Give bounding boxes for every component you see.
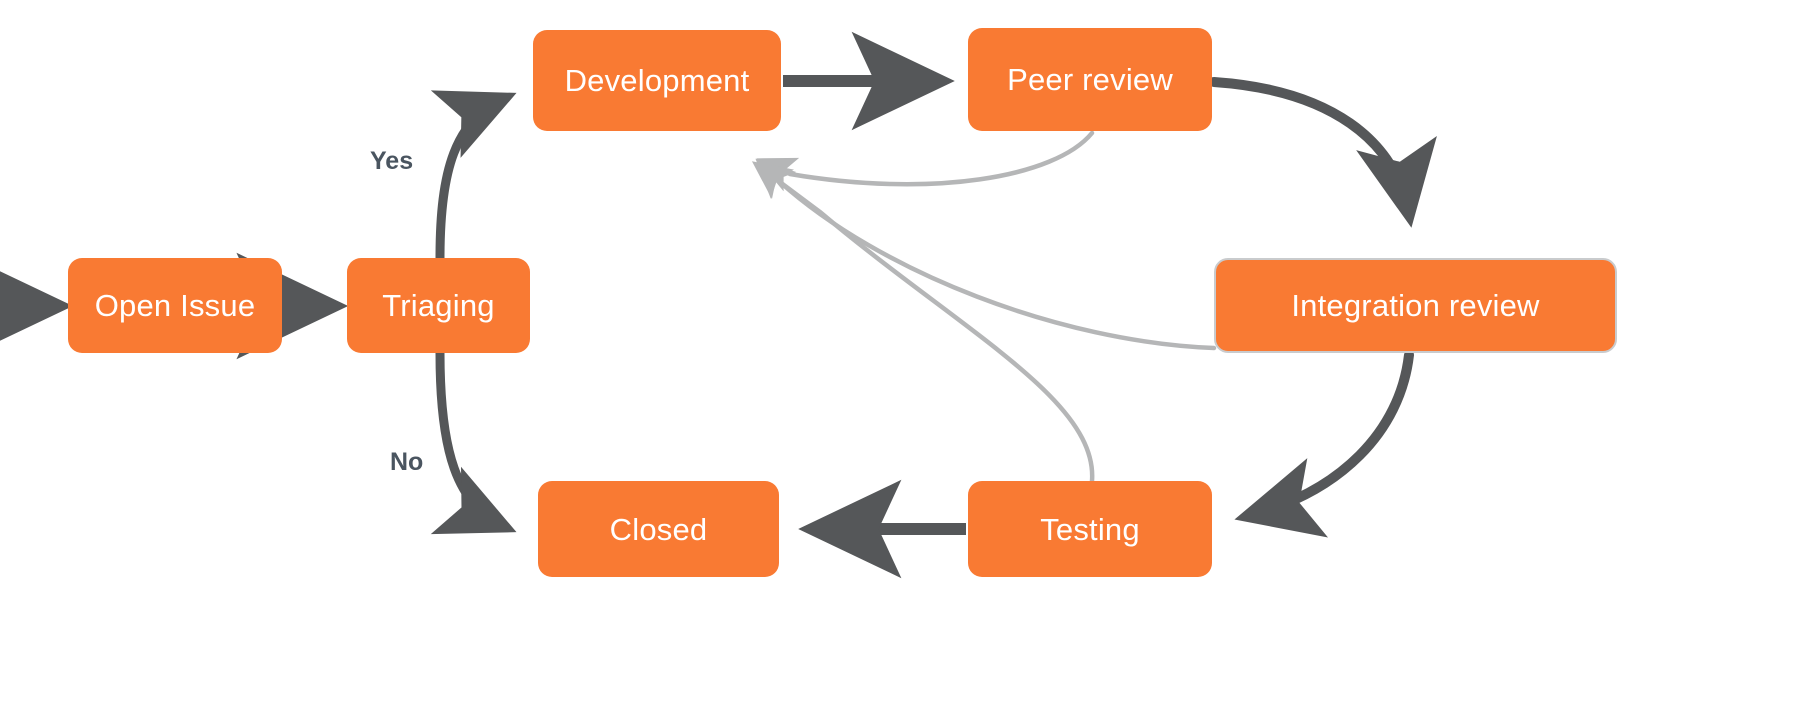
edge-peer-review-to-development-feedback (756, 130, 1095, 192)
edge-triaging-to-closed (430, 348, 517, 535)
node-integration-review[interactable]: Integration review (1214, 258, 1617, 353)
node-label-testing: Testing (1040, 511, 1140, 547)
node-development[interactable]: Development (533, 30, 781, 131)
node-label-closed: Closed (609, 511, 708, 547)
node-label-open-issue: Open Issue (94, 288, 256, 323)
node-testing[interactable]: Testing (968, 481, 1212, 577)
node-open-issue[interactable]: Open Issue (68, 258, 282, 353)
edge-label-no: No (390, 448, 424, 476)
node-peer-review[interactable]: Peer review (968, 28, 1212, 131)
edge-peer-review-to-integration-review (1209, 77, 1437, 228)
edge-testing-to-development-feedback (751, 161, 1095, 484)
node-label-peer-review: Peer review (1007, 62, 1173, 97)
node-label-development: Development (564, 63, 750, 98)
edge-triaging-to-development (430, 90, 517, 263)
node-label-triaging: Triaging (382, 288, 495, 323)
edge-integration-review-to-development-feedback (755, 158, 1217, 351)
edge-label-yes: Yes (370, 147, 414, 175)
node-label-integration-review: Integration review (1291, 288, 1540, 323)
node-closed[interactable]: Closed (538, 481, 779, 577)
edge-integration-review-to-testing (1234, 350, 1414, 538)
node-triaging[interactable]: Triaging (347, 258, 530, 353)
